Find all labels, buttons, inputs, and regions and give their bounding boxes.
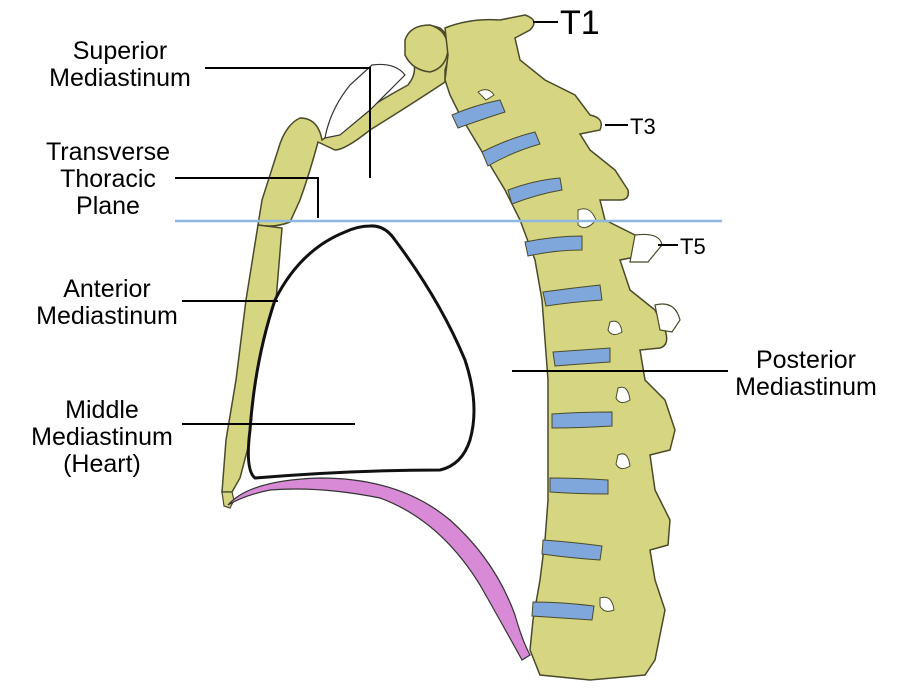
t5-label: T5 bbox=[680, 234, 706, 259]
anterior-label-line1: Anterior bbox=[63, 275, 151, 303]
middle-label-line1: Middle bbox=[65, 396, 139, 424]
xiphoid bbox=[222, 492, 234, 508]
diaphragm bbox=[228, 478, 530, 660]
superior-label-line2: Mediastinum bbox=[49, 64, 191, 92]
transverse-label-line3: Plane bbox=[76, 192, 140, 220]
t1-label: T1 bbox=[560, 4, 600, 42]
transverse-label-line1: Transverse bbox=[46, 138, 170, 166]
t3-label: T3 bbox=[630, 114, 656, 139]
t5-spinous-tip bbox=[630, 234, 662, 262]
superior-label-line1: Superior bbox=[73, 37, 168, 65]
anterior-label-line2: Mediastinum bbox=[36, 302, 178, 330]
disc bbox=[552, 412, 612, 428]
posterior-label-line2: Mediastinum bbox=[735, 373, 877, 401]
transverse-label-line2: Thoracic bbox=[60, 165, 156, 193]
middle-label-line2: Mediastinum bbox=[31, 423, 173, 451]
posterior-label-line1: Posterior bbox=[756, 346, 856, 374]
clavicle-head bbox=[405, 25, 448, 72]
disc bbox=[550, 478, 608, 494]
heart-outline bbox=[248, 226, 474, 478]
middle-label-line3: (Heart) bbox=[63, 450, 141, 478]
